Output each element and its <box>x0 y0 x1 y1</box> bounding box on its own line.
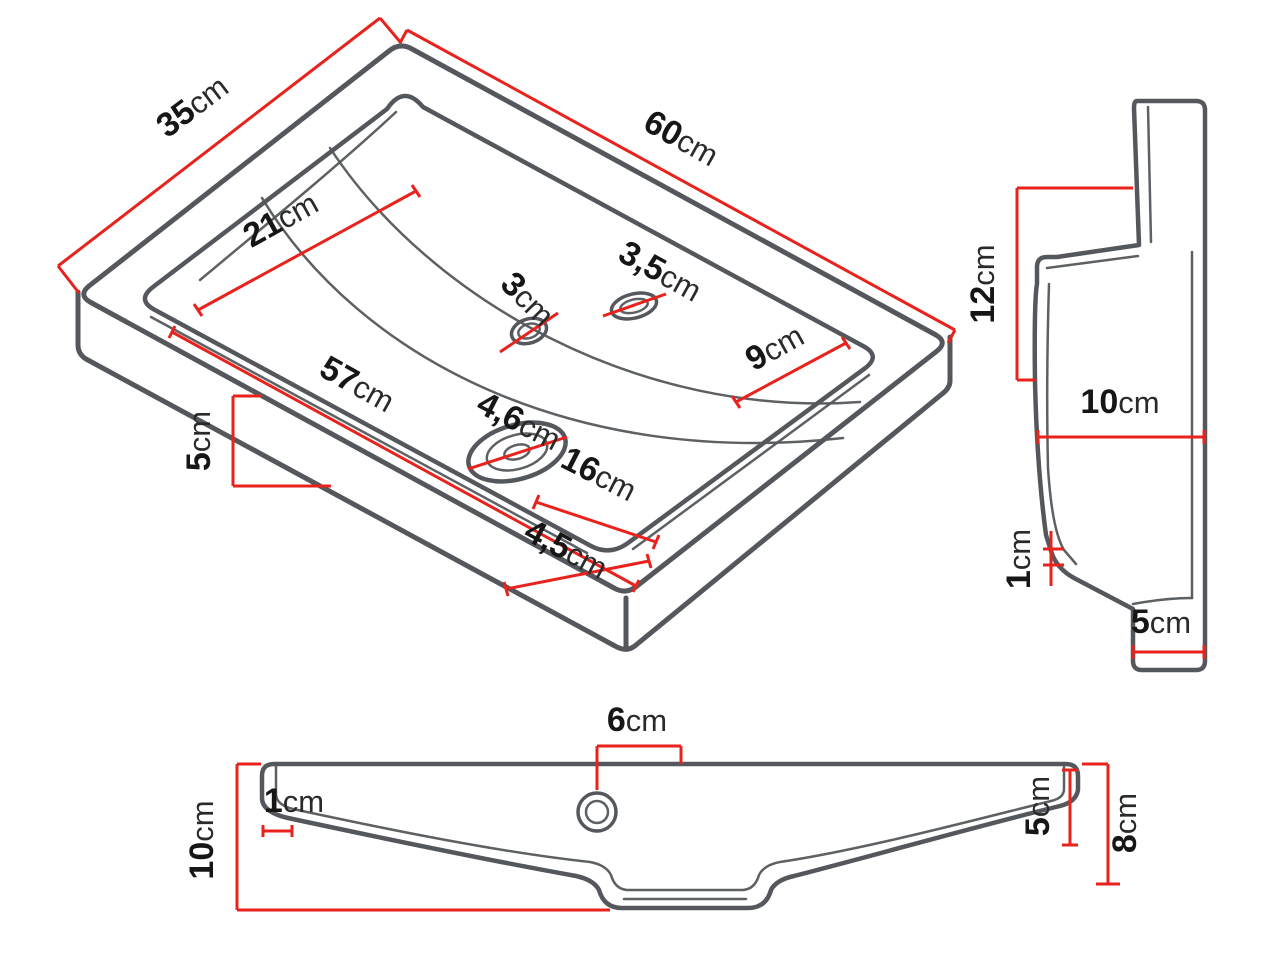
basin-contour-line <box>260 196 845 445</box>
basin-wall-edge-line <box>631 373 871 551</box>
side-view: 12cm 10cm 1cm 5cm <box>964 98 1208 673</box>
dim-height-right-8-label: 8cm <box>1106 793 1144 853</box>
front-outline <box>259 761 1081 911</box>
faucet-hole-outer <box>509 316 549 346</box>
dim-rim-thickness-1-label: 1cm <box>264 782 324 820</box>
dimension-line <box>502 553 653 597</box>
dim-unit: cm <box>966 244 1001 285</box>
dim-back-height-12: 12cm <box>964 186 1133 382</box>
dim-value: 10 <box>1080 383 1118 421</box>
dim-wall-right-5: 5cm <box>1019 768 1078 847</box>
dimension-line <box>235 762 610 912</box>
dim-bottom-depth-5: 5cm <box>1131 603 1206 659</box>
dim-depth-mid-10-label: 10cm <box>1080 383 1159 421</box>
dimension-line <box>467 435 568 471</box>
dim-rim-thickness-1: 1cm <box>261 782 324 837</box>
dim-edge-height-5-label: 5cm <box>180 411 218 471</box>
dim-height-left-10: 10cm <box>183 762 610 912</box>
dimension-line <box>499 311 559 354</box>
dimension-line <box>231 394 331 488</box>
dim-unit: cm <box>283 784 324 819</box>
faucet-hole <box>509 316 549 346</box>
dim-value: 1 <box>264 782 283 820</box>
basin-contour-line <box>198 110 398 282</box>
dim-edge-height-5: 5cm <box>180 394 331 488</box>
dim-height-right-8: 8cm <box>1082 762 1144 886</box>
dimension-line <box>1015 186 1133 382</box>
dim-depth-mid-10: 10cm <box>1036 383 1206 444</box>
side-inner-line <box>1146 105 1153 244</box>
dimension-line <box>261 825 294 837</box>
dimension-line <box>167 325 641 593</box>
dim-depth-35-label: 35cm <box>149 67 235 145</box>
dimension-line <box>1036 430 1206 444</box>
side-bowl-inner-line <box>1045 282 1078 566</box>
dim-value: 5 <box>1131 603 1150 641</box>
dim-bottom-depth-5-label: 5cm <box>1131 603 1191 641</box>
faucet-hole-inner <box>517 322 541 340</box>
dimension-line <box>602 292 667 318</box>
dimension-line <box>192 184 422 317</box>
dimension-line <box>398 28 957 344</box>
dimension-line <box>730 336 852 409</box>
dim-value: 8 <box>1106 834 1144 853</box>
dim-value: 1 <box>1000 570 1038 589</box>
faucet-hole-front <box>576 791 618 833</box>
dim-value: 10 <box>183 842 221 880</box>
dim-unit: cm <box>1021 776 1056 817</box>
dim-wall-right-5-label: 5cm <box>1019 776 1057 836</box>
side-bracket-line <box>1131 596 1194 606</box>
basin-wall-edge-line <box>149 315 589 555</box>
dim-hole-offset-6-label: 6cm <box>607 701 667 739</box>
dim-unit: cm <box>1150 605 1191 640</box>
dim-value: 6 <box>607 701 626 739</box>
dimension-line <box>56 16 403 294</box>
faucet-hole-front-outer <box>576 791 618 833</box>
faucet-hole-front-inner <box>584 799 610 825</box>
dim-value: 5 <box>1019 817 1057 836</box>
side-deck-inner-line <box>1045 254 1140 270</box>
dim-hole-offset-6: 6cm <box>595 701 683 790</box>
dim-back-height-12-label: 12cm <box>964 244 1002 323</box>
dimension-line <box>531 494 661 550</box>
dimension-line <box>1062 768 1078 847</box>
basin-opening <box>142 93 875 553</box>
dim-value: 12 <box>964 286 1002 324</box>
dimension-line <box>595 744 683 790</box>
front-inner-contour <box>274 764 1066 892</box>
dim-unit: cm <box>182 411 217 452</box>
dim-unit: cm <box>1108 793 1143 834</box>
dim-step-1: 1cm <box>1000 529 1064 589</box>
dim-unit: cm <box>1118 385 1159 420</box>
dim-value: 5 <box>180 452 218 471</box>
dimension-line <box>1082 762 1120 886</box>
dim-unit: cm <box>626 703 667 738</box>
front-view: 6cm 1cm 10cm 5cm 8cm <box>183 701 1144 912</box>
dim-step-1-label: 1cm <box>1000 529 1038 589</box>
dim-unit: cm <box>185 800 220 841</box>
dimension-line <box>1131 645 1206 659</box>
dim-unit: cm <box>1002 529 1037 570</box>
isometric-view: 35cm 60cm 21cm 3cm 3,5cm 9cm 5cm 57cm <box>56 16 957 652</box>
side-profile-outline <box>1032 98 1208 673</box>
dim-height-left-10-label: 10cm <box>183 800 221 879</box>
dimension-line <box>1043 531 1064 586</box>
